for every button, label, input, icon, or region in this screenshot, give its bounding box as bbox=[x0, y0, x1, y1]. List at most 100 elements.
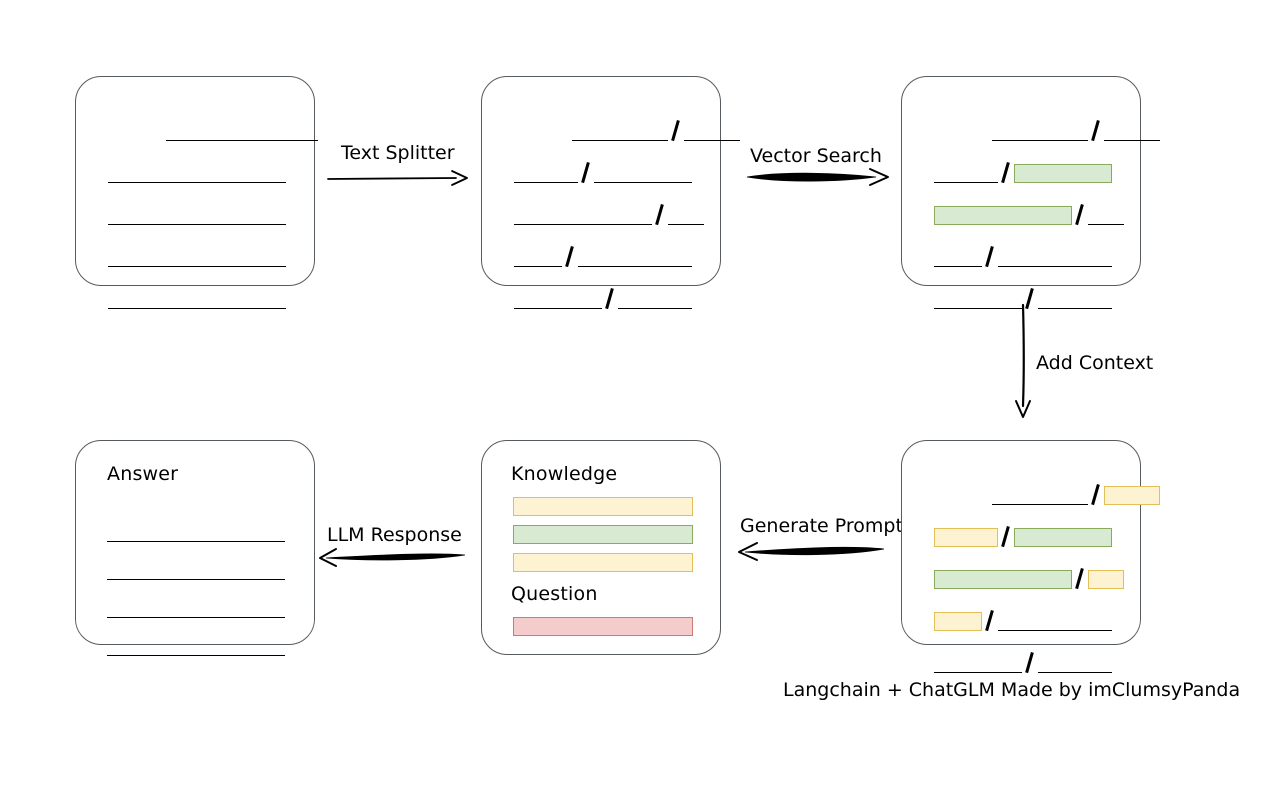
slash-separator bbox=[1072, 205, 1088, 225]
text-segment bbox=[1038, 289, 1112, 309]
answer-card-lines bbox=[76, 441, 314, 656]
prompt-bars bbox=[482, 441, 720, 654]
text-line bbox=[934, 609, 1112, 631]
text-line bbox=[108, 203, 286, 225]
arrow-add-context bbox=[1015, 303, 1031, 418]
text-line bbox=[934, 651, 1112, 673]
slash-separator bbox=[1088, 485, 1104, 505]
text-segment bbox=[514, 205, 652, 225]
text-segment bbox=[668, 205, 704, 225]
text-segment bbox=[1104, 121, 1160, 141]
arrow-text-splitter bbox=[327, 170, 468, 186]
slash-separator bbox=[998, 163, 1014, 183]
text-segment bbox=[594, 163, 692, 183]
text-line bbox=[514, 287, 692, 309]
text-line bbox=[108, 245, 286, 267]
text-segment bbox=[578, 247, 692, 267]
highlight-segment-green bbox=[934, 570, 1072, 589]
text-segment bbox=[998, 611, 1112, 631]
slash-separator bbox=[652, 205, 668, 225]
text-segment bbox=[1038, 653, 1112, 673]
text-segment bbox=[107, 598, 285, 618]
matched-chunks-lines bbox=[902, 77, 1160, 309]
text-line bbox=[934, 203, 1124, 225]
text-line bbox=[108, 161, 286, 183]
split-chunks-lines bbox=[482, 77, 740, 309]
highlight-segment-green bbox=[1014, 528, 1112, 547]
context-chunks-lines bbox=[902, 441, 1160, 673]
context-chunks-card[interactable] bbox=[901, 440, 1160, 673]
highlight-segment-yellow bbox=[934, 528, 998, 547]
text-segment bbox=[618, 289, 692, 309]
slash-separator bbox=[998, 527, 1014, 547]
text-line bbox=[934, 245, 1112, 267]
highlight-segment-yellow bbox=[1088, 570, 1124, 589]
text-segment bbox=[684, 121, 740, 141]
text-line bbox=[572, 119, 740, 141]
text-line bbox=[934, 525, 1112, 547]
text-line bbox=[107, 558, 285, 580]
text-segment bbox=[934, 163, 998, 183]
source-document-lines bbox=[76, 77, 318, 309]
answer-card-title: Answer bbox=[107, 463, 179, 485]
text-segment bbox=[992, 485, 1088, 505]
text-line bbox=[934, 161, 1112, 183]
matched-chunks-card[interactable] bbox=[901, 76, 1160, 309]
text-line bbox=[107, 596, 285, 618]
slash-separator bbox=[562, 247, 578, 267]
text-line bbox=[514, 161, 692, 183]
slash-separator bbox=[982, 247, 998, 267]
question-bar-1 bbox=[513, 617, 693, 636]
highlight-segment-yellow bbox=[934, 612, 982, 631]
text-line bbox=[107, 520, 285, 542]
text-segment bbox=[992, 121, 1088, 141]
highlight-segment-green bbox=[934, 206, 1072, 225]
edge-label-vector-search: Vector Search bbox=[750, 145, 882, 167]
arrow-llm-response bbox=[319, 548, 466, 567]
prompt-question-label: Question bbox=[511, 583, 598, 605]
text-segment bbox=[108, 205, 286, 225]
slash-separator bbox=[668, 121, 684, 141]
text-line bbox=[934, 567, 1124, 589]
text-segment bbox=[1088, 205, 1124, 225]
text-segment bbox=[934, 289, 1022, 309]
text-segment bbox=[998, 247, 1112, 267]
text-segment bbox=[107, 636, 285, 656]
diagram-caption: Langchain + ChatGLM Made by imClumsyPand… bbox=[783, 679, 1241, 701]
text-line bbox=[166, 119, 318, 141]
text-line bbox=[934, 287, 1112, 309]
text-segment bbox=[107, 560, 285, 580]
slash-separator bbox=[602, 289, 618, 309]
edge-label-generate-prompt: Generate Prompt bbox=[740, 515, 903, 537]
text-segment bbox=[934, 247, 982, 267]
text-segment bbox=[108, 247, 286, 267]
text-segment bbox=[934, 653, 1022, 673]
split-chunks-card[interactable] bbox=[481, 76, 740, 309]
arrow-vector-search bbox=[746, 168, 889, 186]
text-segment bbox=[107, 522, 285, 542]
source-document-card[interactable] bbox=[75, 76, 318, 309]
answer-card[interactable]: Answer bbox=[75, 440, 315, 656]
knowledge-bar-1 bbox=[513, 497, 693, 516]
slash-separator bbox=[1072, 569, 1088, 589]
text-line bbox=[108, 287, 286, 309]
prompt-knowledge-label: Knowledge bbox=[511, 463, 618, 485]
highlight-segment-green bbox=[1014, 164, 1112, 183]
text-segment bbox=[514, 289, 602, 309]
slash-separator bbox=[1022, 653, 1038, 673]
edge-label-llm-response: LLM Response bbox=[327, 524, 462, 546]
prompt-card[interactable]: Knowledge Question bbox=[481, 440, 721, 655]
knowledge-bar-3 bbox=[513, 553, 693, 572]
edge-label-add-context: Add Context bbox=[1036, 352, 1154, 374]
arrow-generate-prompt bbox=[738, 542, 885, 561]
edge-label-text-splitter: Text Splitter bbox=[341, 142, 455, 164]
highlight-segment-yellow bbox=[1104, 486, 1160, 505]
text-line bbox=[992, 119, 1160, 141]
text-line bbox=[514, 245, 692, 267]
slash-separator bbox=[578, 163, 594, 183]
text-segment bbox=[572, 121, 668, 141]
slash-separator bbox=[982, 611, 998, 631]
text-line bbox=[992, 483, 1160, 505]
text-segment bbox=[108, 163, 286, 183]
